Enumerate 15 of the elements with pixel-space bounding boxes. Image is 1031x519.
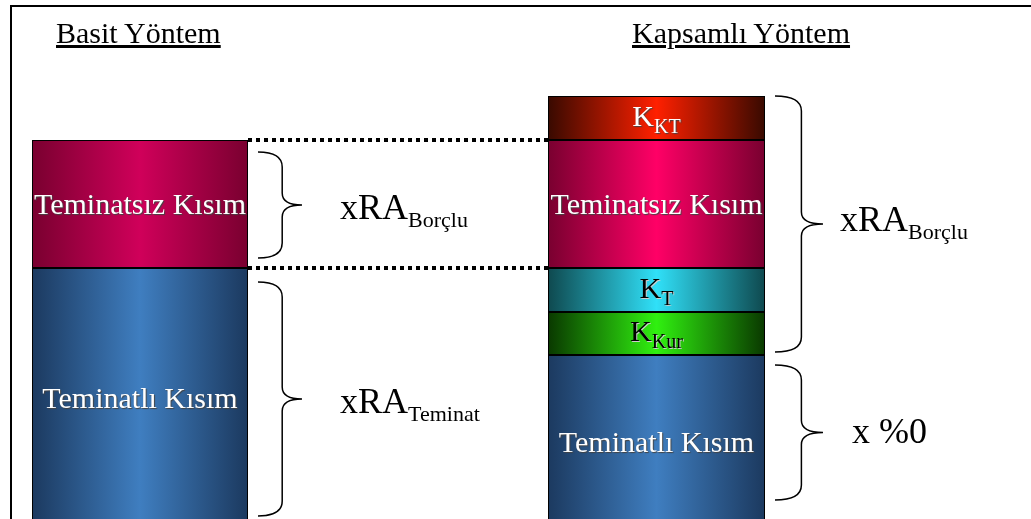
secured-part-block: Teminatlı Kısım [32,268,248,519]
brace-label: xRA$_{Borçlu}$ [340,186,468,234]
brace-label: xRA$_{Teminat}$ [340,380,480,428]
column-heading: Kapsamlı Yöntem [632,16,850,50]
brace-label: x %0 [852,410,927,452]
capital-block: K$_{T}$ [548,268,765,312]
column-heading: Basit Yöntem [56,16,221,50]
unsecured-part-block: Teminatsız Kısım [548,140,765,268]
dotted-guide-line [248,266,548,270]
dotted-guide-line [248,138,548,142]
secured-part-block: Teminatlı Kısım [548,355,765,519]
brace-label: xRA$_{Borçlu}$ [840,198,968,246]
capital-block: K$_{KT}$ [548,96,765,140]
unsecured-part-block: Teminatsız Kısım [32,140,248,268]
capital-block: K$_{Kur}$ [548,312,765,355]
